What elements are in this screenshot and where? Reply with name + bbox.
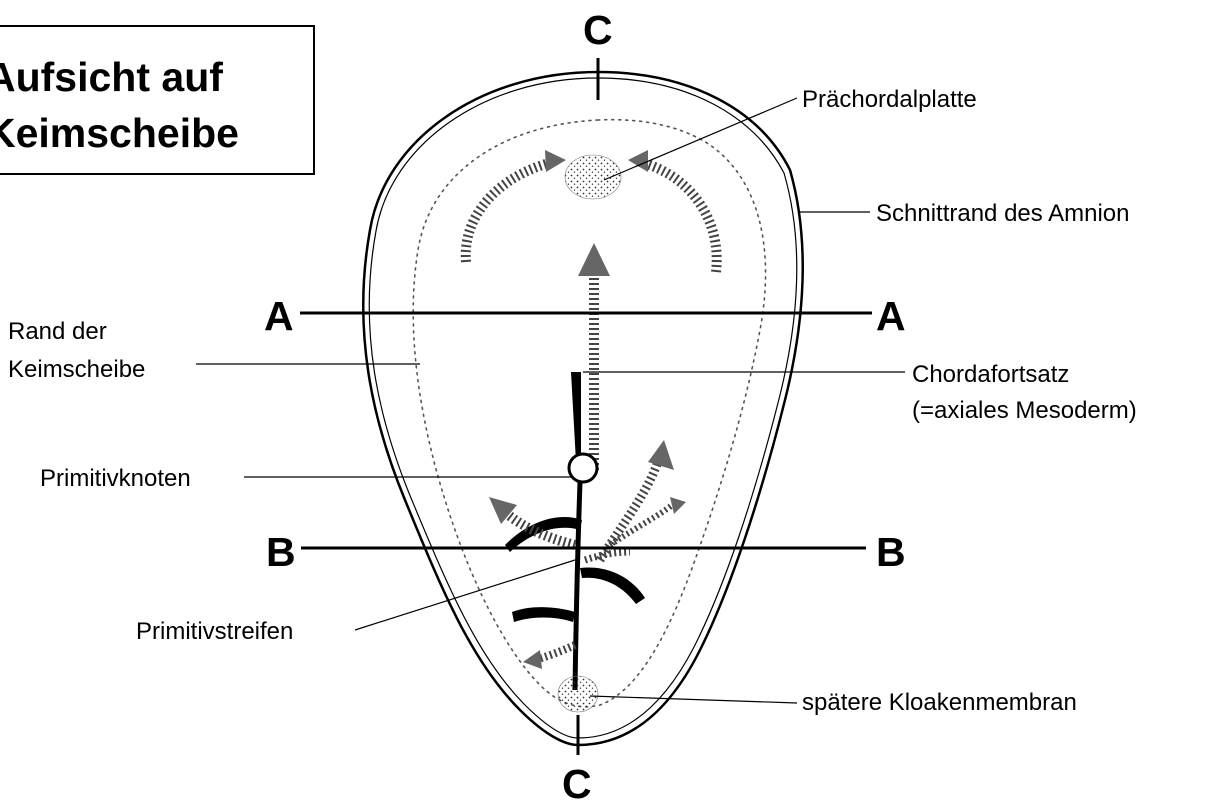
title-line-2: Keimscheibe [0,110,239,156]
caudal-arrow [535,645,575,660]
lateral-arrow-up2 [610,505,672,545]
mesoderm-arrow-left [466,162,553,262]
primitive-streak [575,482,580,690]
marker-b-left: B [266,530,296,574]
marker-b-right: B [876,530,906,574]
leader-cloacal [590,696,797,703]
lateral-arrow-up-head [648,440,674,470]
label-primitive-streak: Primitivstreifen [136,617,293,647]
lateral-arrow-right-low [585,552,630,560]
primitive-node [569,454,597,482]
mesoderm-band-3 [512,607,575,622]
label-primitive-node: Primitivknoten [40,464,191,494]
marker-a-left: A [264,294,294,338]
prechordal-plate [565,155,621,199]
lateral-arrow-up2-head [670,497,686,514]
label-cloacal-membrane: spätere Kloakenmembran [802,688,1077,718]
caudal-arrow-head [523,650,542,669]
title-line-1: Aufsicht auf [0,54,223,100]
cloacal-membrane [558,676,598,712]
label-notochord-1: Chordafortsatz [912,360,1069,390]
mesoderm-arrow-left-head [545,150,566,172]
marker-a-right: A [876,294,906,338]
mesoderm-arrow-right [640,162,717,272]
marker-c-top: C [583,8,613,52]
label-disc-edge-2: Keimscheibe [8,355,145,385]
label-notochord-2: (=axiales Mesoderm) [912,396,1137,426]
chorda-process [571,372,581,462]
chorda-arrow-head [578,243,610,276]
label-amnion-cut-edge: Schnittrand des Amnion [876,199,1130,229]
marker-c-bottom: C [562,762,592,806]
label-disc-edge-1: Rand der [8,317,107,347]
label-prechordal-plate: Prächordalplatte [802,85,977,115]
lateral-arrow-up [600,455,660,560]
lateral-arrow-left-head [489,497,517,524]
mesoderm-band-2 [580,567,645,604]
